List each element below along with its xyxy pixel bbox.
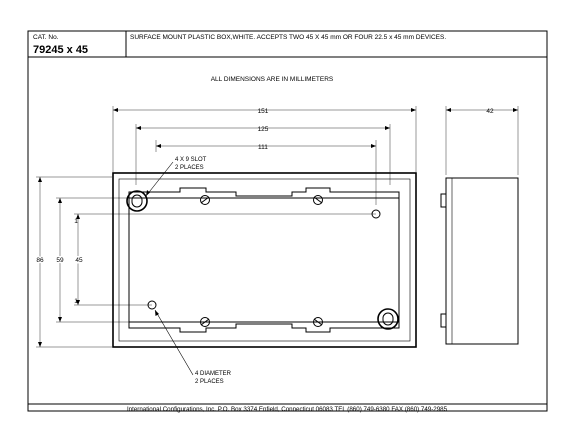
box-outer-outline — [112, 172, 417, 348]
depth-dimension: 42 — [445, 106, 519, 175]
dim-inner-width: 111 — [258, 144, 268, 151]
product-description: SURFACE MOUNT PLASTIC BOX,WHITE. ACCEPTS… — [130, 34, 446, 41]
cat-label: CAT. No. — [33, 34, 59, 41]
mount-hole-right — [371, 209, 381, 219]
slot-callout: 4 X 9 SLOT 2 PLACES — [145, 157, 207, 197]
bottom-rail — [128, 322, 400, 333]
side-body — [445, 177, 519, 345]
slot-marker: 1 — [74, 218, 78, 225]
mount-slot-top-left — [126, 190, 148, 212]
top-rail — [128, 187, 400, 198]
box-inner-cavity — [128, 197, 400, 323]
hole-callout-line1: 4 DIAMETER — [195, 371, 232, 377]
mount-slot-bottom-right — [377, 308, 399, 330]
hole-callout-line2: 2 PLACES — [195, 379, 224, 385]
sheet-border — [27, 30, 548, 412]
dim-mount-height: 45 — [75, 257, 83, 264]
units-note: ALL DIMENSIONS ARE IN MILLIMETERS — [211, 76, 334, 83]
box-rim-outline — [118, 178, 411, 342]
footer-company: International Configurations, Inc. P.O. … — [127, 406, 448, 413]
dim-overall-width: 151 — [258, 108, 269, 115]
screw-bottom-right — [313, 317, 323, 327]
hole-callout: 4 DIAMETER 2 PLACES — [154, 309, 232, 385]
box-front-view — [112, 172, 417, 348]
slot-callout-line2: 2 PLACES — [175, 165, 204, 171]
dim-overall-height: 86 — [36, 257, 44, 264]
screw-top-right — [313, 195, 323, 205]
screw-top-left — [200, 195, 210, 205]
dim-depth: 42 — [486, 108, 494, 115]
cat-number: 79245 x 45 — [33, 44, 88, 56]
hole-marker: 1 — [74, 298, 78, 305]
height-dimensions: 86 59 45 1 1 — [35, 176, 376, 348]
screw-bottom-left — [200, 317, 210, 327]
dim-inner-height: 59 — [56, 257, 64, 264]
box-side-view — [440, 177, 519, 345]
width-dimensions: 151 125 111 — [112, 106, 417, 205]
side-tab-top — [440, 193, 447, 208]
mount-hole-left — [147, 300, 157, 310]
dim-mount-width: 125 — [258, 126, 269, 133]
side-tab-bottom — [440, 313, 447, 328]
slot-callout-line1: 4 X 9 SLOT — [175, 157, 207, 163]
